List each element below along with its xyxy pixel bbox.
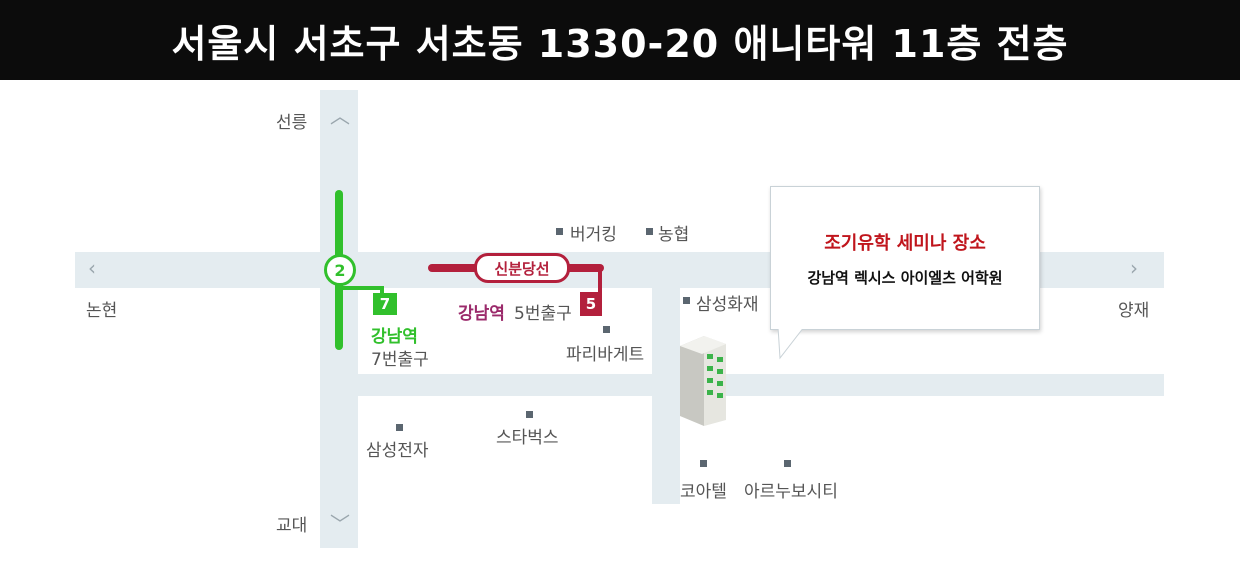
callout-pointer [777, 326, 806, 360]
chevron-down-icon: ﹀ [330, 512, 350, 536]
side-vertical-road [652, 288, 680, 504]
paris-baguette-marker [603, 326, 610, 333]
line2-exit-station-label: 강남역 [371, 327, 418, 347]
burger-king-marker [556, 228, 563, 235]
nonghyup-label: 농협 [658, 225, 690, 245]
areunubo-city-label: 아르누보시티 [744, 482, 838, 502]
direction-north-label: 선릉 [276, 113, 308, 133]
koatel-label: 코아텔 [680, 482, 727, 502]
burger-king-label: 버거킹 [570, 225, 617, 245]
sinbundang-exit-badge: 5 [580, 292, 602, 316]
samsung-electronics-marker [396, 424, 403, 431]
sinbundang-exit-connector [598, 268, 602, 292]
areunubo-city-marker [784, 460, 791, 467]
callout-title: 조기유학 세미나 장소 [824, 233, 986, 254]
side-horizontal-road [358, 374, 1164, 396]
sinbundang-exit-label: 5번출구 [514, 304, 572, 324]
direction-south-label: 교대 [276, 516, 308, 536]
sinbundang-exit-station-label: 강남역 [458, 304, 505, 324]
starbucks-label: 스타벅스 [496, 428, 559, 448]
samsung-fire-marker [683, 297, 690, 304]
line2-exit-connector-h [343, 286, 383, 290]
starbucks-marker [526, 411, 533, 418]
sinbundang-line-label: 신분당선 [474, 253, 570, 283]
line2-exit-label: 7번출구 [371, 350, 429, 370]
line2-exit-connector-v [380, 286, 384, 294]
samsung-fire-label: 삼성화재 [696, 295, 759, 315]
samsung-electronics-label: 삼성전자 [366, 441, 429, 461]
seminar-callout: 조기유학 세미나 장소 강남역 렉시스 아이엘츠 어학원 [770, 186, 1040, 330]
line2-station-marker: 2 [324, 254, 356, 286]
koatel-marker [700, 460, 707, 467]
address-text: 서울시 서초구 서초동 1330-20 애니타워 11층 전층 [171, 21, 1069, 66]
nonghyup-marker [646, 228, 653, 235]
direction-east-label: 양재 [1118, 301, 1150, 321]
chevron-left-icon: ‹ [88, 256, 96, 280]
chevron-up-icon: ︿ [330, 104, 350, 128]
callout-subtitle: 강남역 렉시스 아이엘츠 어학원 [807, 269, 1003, 287]
building-icon [680, 336, 726, 426]
paris-baguette-label: 파리바게트 [566, 345, 645, 365]
chevron-right-icon: › [1130, 256, 1138, 280]
address-header: 서울시 서초구 서초동 1330-20 애니타워 11층 전층 [0, 0, 1240, 80]
direction-west-label: 논현 [86, 301, 118, 321]
line2-exit-badge: 7 [373, 293, 397, 315]
